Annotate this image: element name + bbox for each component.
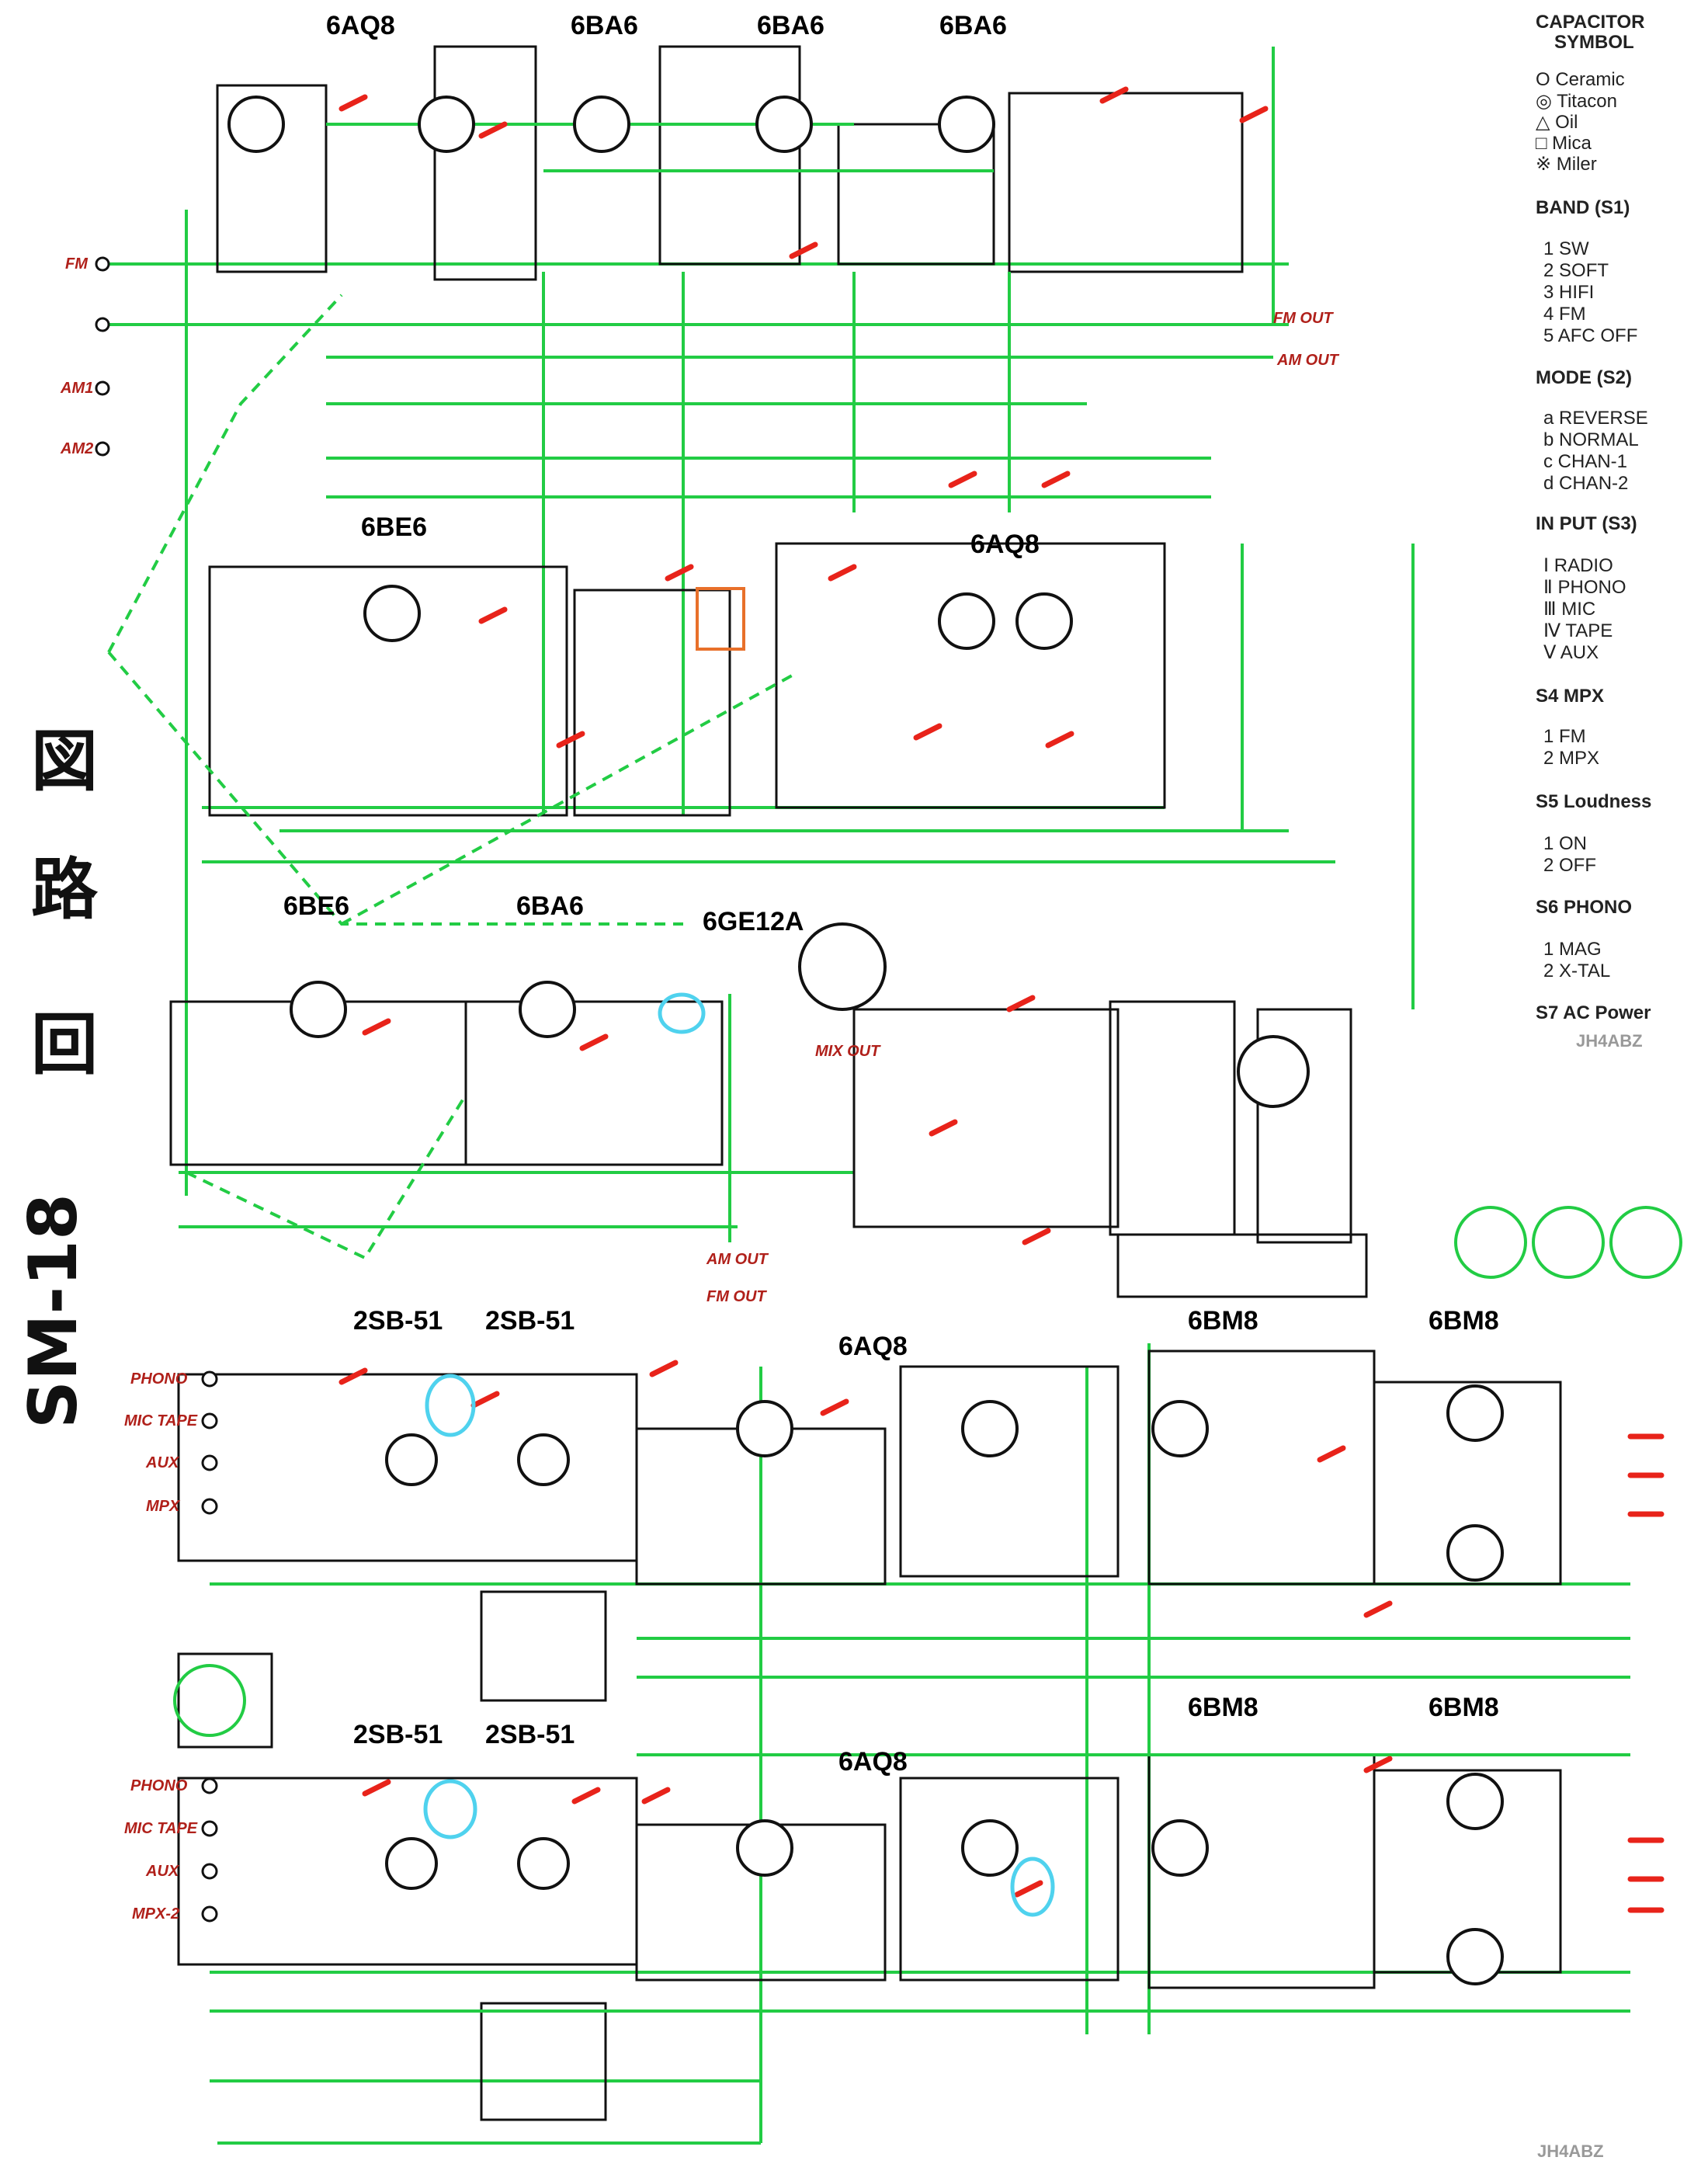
highlight-circle-4 <box>1010 1857 1055 1917</box>
legend-band-2: 2 SOFT <box>1543 260 1609 281</box>
inputs-upper: PHONO MIC TAPE AUX MPX <box>124 1370 218 1515</box>
terminal-am-out-2: AM OUT <box>706 1251 769 1268</box>
tube-label-am-1: 6BE6 <box>283 891 349 921</box>
amp-lower-wiring <box>177 1652 1630 2121</box>
tube-label-ampu-2: 2SB-51 <box>485 1306 575 1336</box>
tube-label-ampu-3: 6AQ8 <box>838 1332 908 1361</box>
legend-loudness-heading: S5 Loudness <box>1536 791 1651 812</box>
tube-labels: 6AQ8 6BA6 6BA6 6BA6 6BE6 6AQ8 6BE6 6BA6 … <box>283 11 1499 1777</box>
highlight-circle-1 <box>658 992 706 1034</box>
legend-mpx-2: 2 MPX <box>1543 748 1599 769</box>
legend-input-4: Ⅳ TAPE <box>1543 620 1613 641</box>
legend-input-3: Ⅲ MIC <box>1543 599 1595 620</box>
tube-label-top-4: 6BA6 <box>939 11 1007 40</box>
legend-input-5: Ⅴ AUX <box>1543 642 1599 663</box>
tube-label-ampl-3: 6AQ8 <box>838 1747 908 1777</box>
legend-band-4: 4 FM <box>1543 304 1586 325</box>
tube-label-top-1: 6AQ8 <box>326 11 395 40</box>
tube-label-am-3: 6GE12A <box>703 907 804 936</box>
legend-capacitor-heading-1: CAPACITOR <box>1536 12 1644 33</box>
legend-cap-3: △ Oil <box>1536 112 1578 133</box>
tube-label-top-2: 6BA6 <box>571 11 638 40</box>
terminal-fm-out: FM OUT <box>1273 310 1334 327</box>
legend-mode-2: b NORMAL <box>1543 429 1639 450</box>
input-lower-phono: PHONO <box>130 1777 188 1794</box>
tube-symbols <box>173 96 1682 1985</box>
vertical-title: 図 路 回 SM-18 <box>15 723 99 1429</box>
tube-label-top-3: 6BA6 <box>757 11 824 40</box>
legend-cap-1: O Ceramic <box>1536 69 1625 90</box>
terminals: FM AM1 AM2 FM OUT AM OUT MIX OUT AM OUT … <box>60 255 1340 1305</box>
tube-label-ampu-1: 2SB-51 <box>353 1306 443 1336</box>
tube-label-ampl-4: 6BM8 <box>1188 1693 1258 1722</box>
signature-lower: JH4ABZ <box>1537 2141 1604 2161</box>
legend-phono-1: 1 MAG <box>1543 939 1602 960</box>
inputs-lower: PHONO MIC TAPE AUX MPX-2 <box>124 1777 218 1923</box>
tube-label-ampl-1: 2SB-51 <box>353 1720 443 1749</box>
title-char-kanji-1: 回 <box>31 1006 98 1084</box>
legend-mode-1: a REVERSE <box>1543 408 1648 429</box>
legend-loudness-1: 1 ON <box>1543 833 1587 854</box>
tube-label-am-2: 6BA6 <box>516 891 584 921</box>
fm-front-end-wiring <box>216 45 1273 815</box>
legend-power: S7 AC Power <box>1536 1002 1651 1023</box>
tube-label-mid-1: 6BE6 <box>361 512 427 542</box>
legend-cap-4: □ Mica <box>1536 133 1592 154</box>
legend-input-2: Ⅱ PHONO <box>1543 577 1626 598</box>
signature-upper: JH4ABZ <box>1576 1031 1643 1051</box>
tube-label-ampu-5: 6BM8 <box>1429 1306 1499 1336</box>
terminal-am-out: AM OUT <box>1276 352 1340 369</box>
input-upper-mic-tape: MIC TAPE <box>124 1412 198 1429</box>
terminal-am1: AM1 <box>60 380 93 397</box>
input-lower-mpx2: MPX-2 <box>132 1905 179 1923</box>
legend-band-1: 1 SW <box>1543 238 1589 259</box>
terminal-mix-out: MIX OUT <box>815 1043 881 1060</box>
tube-label-ampu-4: 6BM8 <box>1188 1306 1258 1336</box>
legend-input-heading: IN PUT (S3) <box>1536 513 1637 534</box>
tube-label-ampl-2: 2SB-51 <box>485 1720 575 1749</box>
legend-band-heading: BAND (S1) <box>1536 197 1630 218</box>
input-upper-aux: AUX <box>145 1454 180 1471</box>
bus-rails <box>101 47 1630 2145</box>
tube-label-mid-2: 6AQ8 <box>970 530 1040 559</box>
input-lower-mic-tape: MIC TAPE <box>124 1820 198 1837</box>
input-upper-phono: PHONO <box>130 1370 188 1388</box>
legend-mpx-1: 1 FM <box>1543 726 1586 747</box>
legend-mpx-heading: S4 MPX <box>1536 686 1604 707</box>
legend-phono-heading: S6 PHONO <box>1536 897 1632 918</box>
highlight-box <box>696 587 745 651</box>
legend-cap-2: ◎ Titacon <box>1536 91 1617 112</box>
legend-band-3: 3 HIFI <box>1543 282 1594 303</box>
legend-cap-5: ※ Miler <box>1536 154 1597 175</box>
terminal-fm: FM <box>65 255 89 273</box>
highlight-circle-3 <box>423 1779 477 1839</box>
legend-band-5: 5 AFC OFF <box>1543 325 1637 346</box>
legend-mode-heading: MODE (S2) <box>1536 367 1632 388</box>
highlight-circle-2 <box>425 1374 476 1437</box>
amp-upper-wiring <box>177 1349 1630 1702</box>
converter-wiring <box>107 294 1335 926</box>
legend-phono-2: 2 X-TAL <box>1543 960 1610 981</box>
legend-mode-3: c CHAN-1 <box>1543 451 1627 472</box>
terminal-am2: AM2 <box>60 440 93 457</box>
am-section-wiring <box>169 994 1368 1298</box>
correction-marks <box>338 86 1665 1913</box>
tube-label-ampl-5: 6BM8 <box>1429 1693 1499 1722</box>
title-model: SM-18 <box>15 1193 92 1429</box>
legend-input-1: Ⅰ RADIO <box>1543 555 1613 576</box>
terminal-fm-out-2: FM OUT <box>706 1288 767 1305</box>
title-char-kanji-3: 図 <box>31 723 98 801</box>
title-char-kanji-2: 路 <box>31 851 99 929</box>
legend-loudness-2: 2 OFF <box>1543 855 1596 876</box>
input-lower-aux: AUX <box>145 1863 180 1880</box>
legend-capacitor-heading-2: SYMBOL <box>1554 32 1634 53</box>
input-upper-mpx: MPX <box>146 1498 181 1515</box>
legend-mode-4: d CHAN-2 <box>1543 473 1628 494</box>
legend: CAPACITOR SYMBOL O Ceramic ◎ Titacon △ O… <box>1536 12 1651 1023</box>
